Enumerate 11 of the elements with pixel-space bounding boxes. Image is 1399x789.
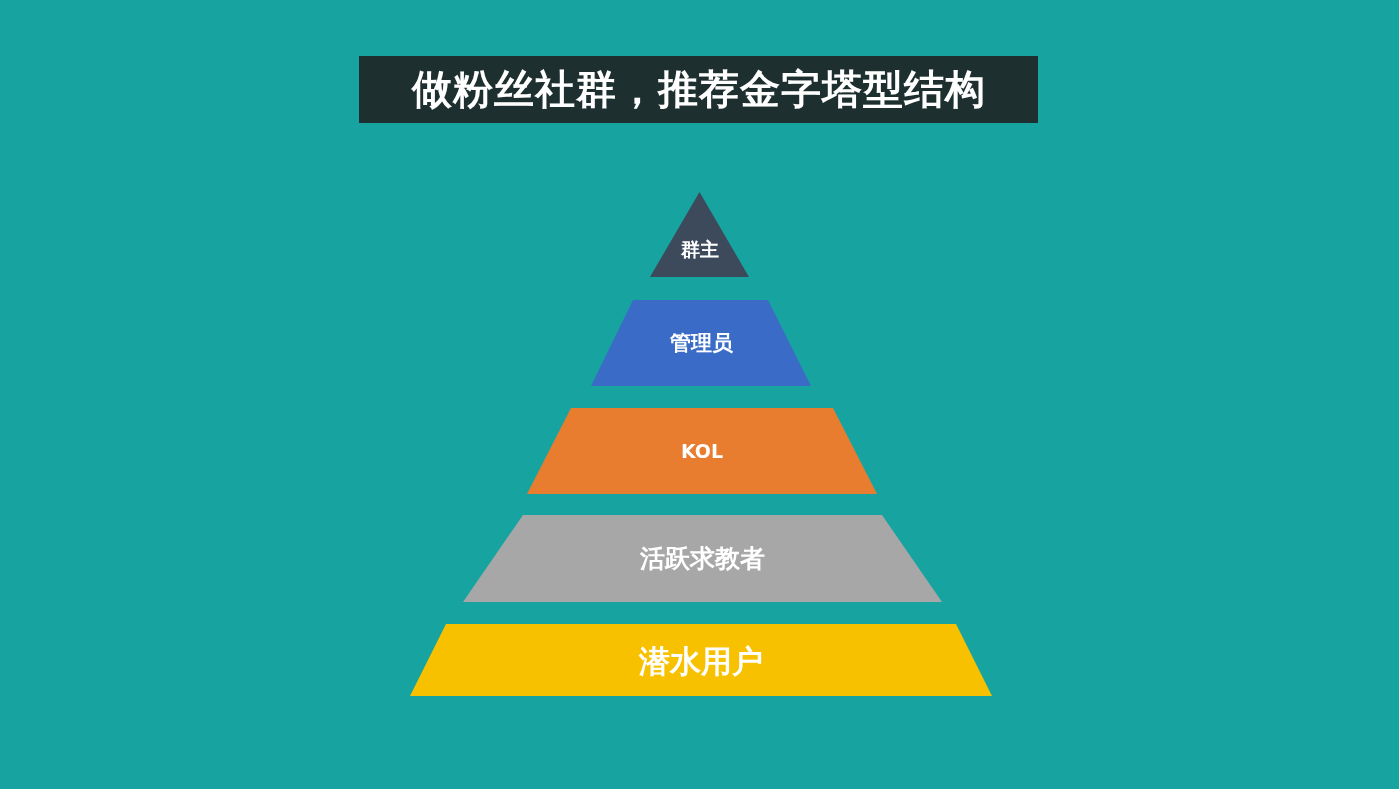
pyramid-tier (591, 300, 811, 386)
tier-label: 管理员 (669, 330, 733, 357)
pyramid-tier (410, 624, 992, 696)
pyramid-tier (527, 408, 877, 494)
title-banner: 做粉丝社群，推荐金字塔型结构 (359, 56, 1038, 123)
pyramid-tier (463, 515, 942, 602)
pyramid-tier (650, 192, 749, 277)
tier-label: KOL (680, 440, 724, 462)
tier-label: 群主 (680, 236, 719, 262)
tier-label: 潜水用户 (639, 641, 763, 681)
tier-label: 活跃求教者 (640, 543, 765, 575)
